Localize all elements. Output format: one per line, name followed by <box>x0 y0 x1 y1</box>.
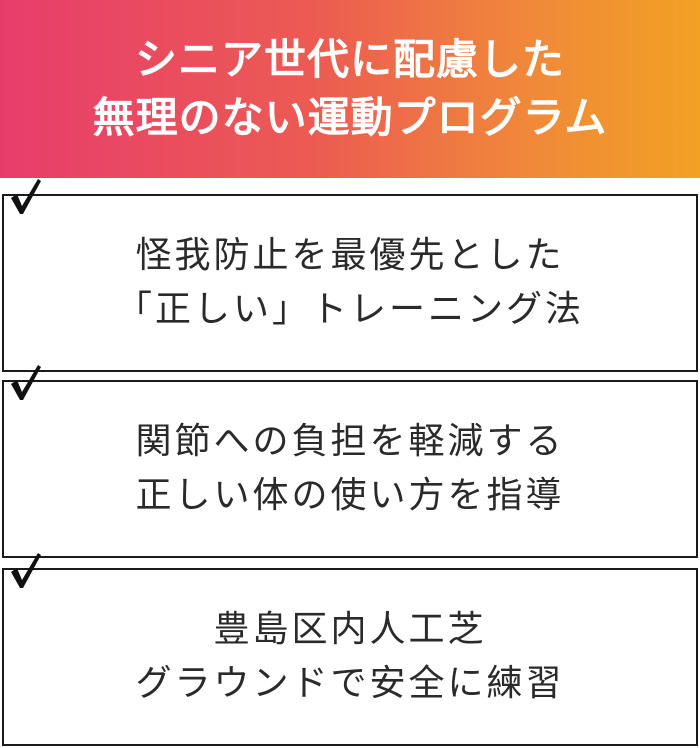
feature-item-injury-prevention: 怪我防止を最優先とした 「正しい」トレーニング法 <box>2 194 698 372</box>
checkmark-icon <box>8 550 42 590</box>
checkmark-icon <box>8 176 42 216</box>
feature-line-2: 「正しい」トレーニング法 <box>115 289 584 330</box>
feature-line-2: グラウンドで安全に練習 <box>135 663 565 704</box>
program-title-banner: シニア世代に配慮した 無理のない運動プログラム <box>0 0 700 178</box>
feature-line-1: 関節への負担を軽減する <box>135 421 565 462</box>
feature-item-joint-care: 関節への負担を軽減する 正しい体の使い方を指導 <box>2 380 698 558</box>
feature-line-1: 豊島区内人工芝 <box>213 609 487 650</box>
checkmark-icon <box>8 362 42 402</box>
feature-item-artificial-turf-ground: 豊島区内人工芝 グラウンドで安全に練習 <box>2 568 698 746</box>
feature-line-1: 怪我防止を最優先とした <box>135 235 565 276</box>
title-line-2: 無理のない運動プログラム <box>92 93 608 142</box>
title-line-1: シニア世代に配慮した <box>134 35 565 84</box>
feature-line-2: 正しい体の使い方を指導 <box>135 475 565 516</box>
